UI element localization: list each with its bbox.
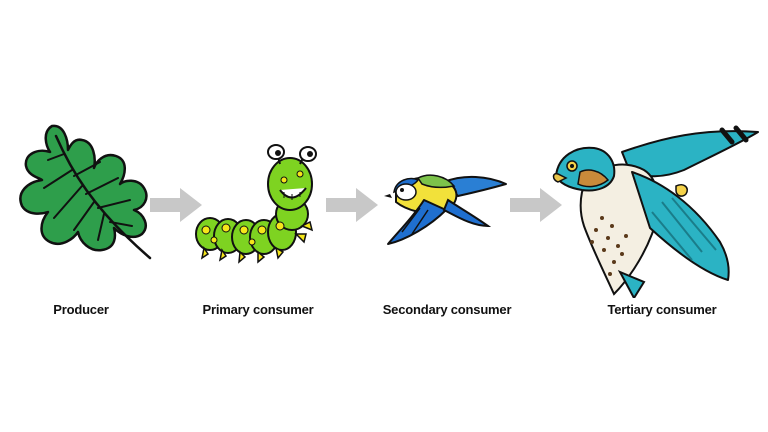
hawk-icon	[552, 122, 764, 298]
caterpillar-icon	[192, 142, 322, 270]
oak-leaf-icon	[12, 118, 152, 268]
arrow-2-icon	[326, 186, 380, 224]
producer-label: Producer	[53, 302, 108, 317]
blue-tit-icon	[384, 170, 508, 248]
secondary-consumer-label: Secondary consumer	[383, 302, 512, 317]
primary-consumer-label: Primary consumer	[203, 302, 314, 317]
tertiary-consumer-label: Tertiary consumer	[607, 302, 716, 317]
